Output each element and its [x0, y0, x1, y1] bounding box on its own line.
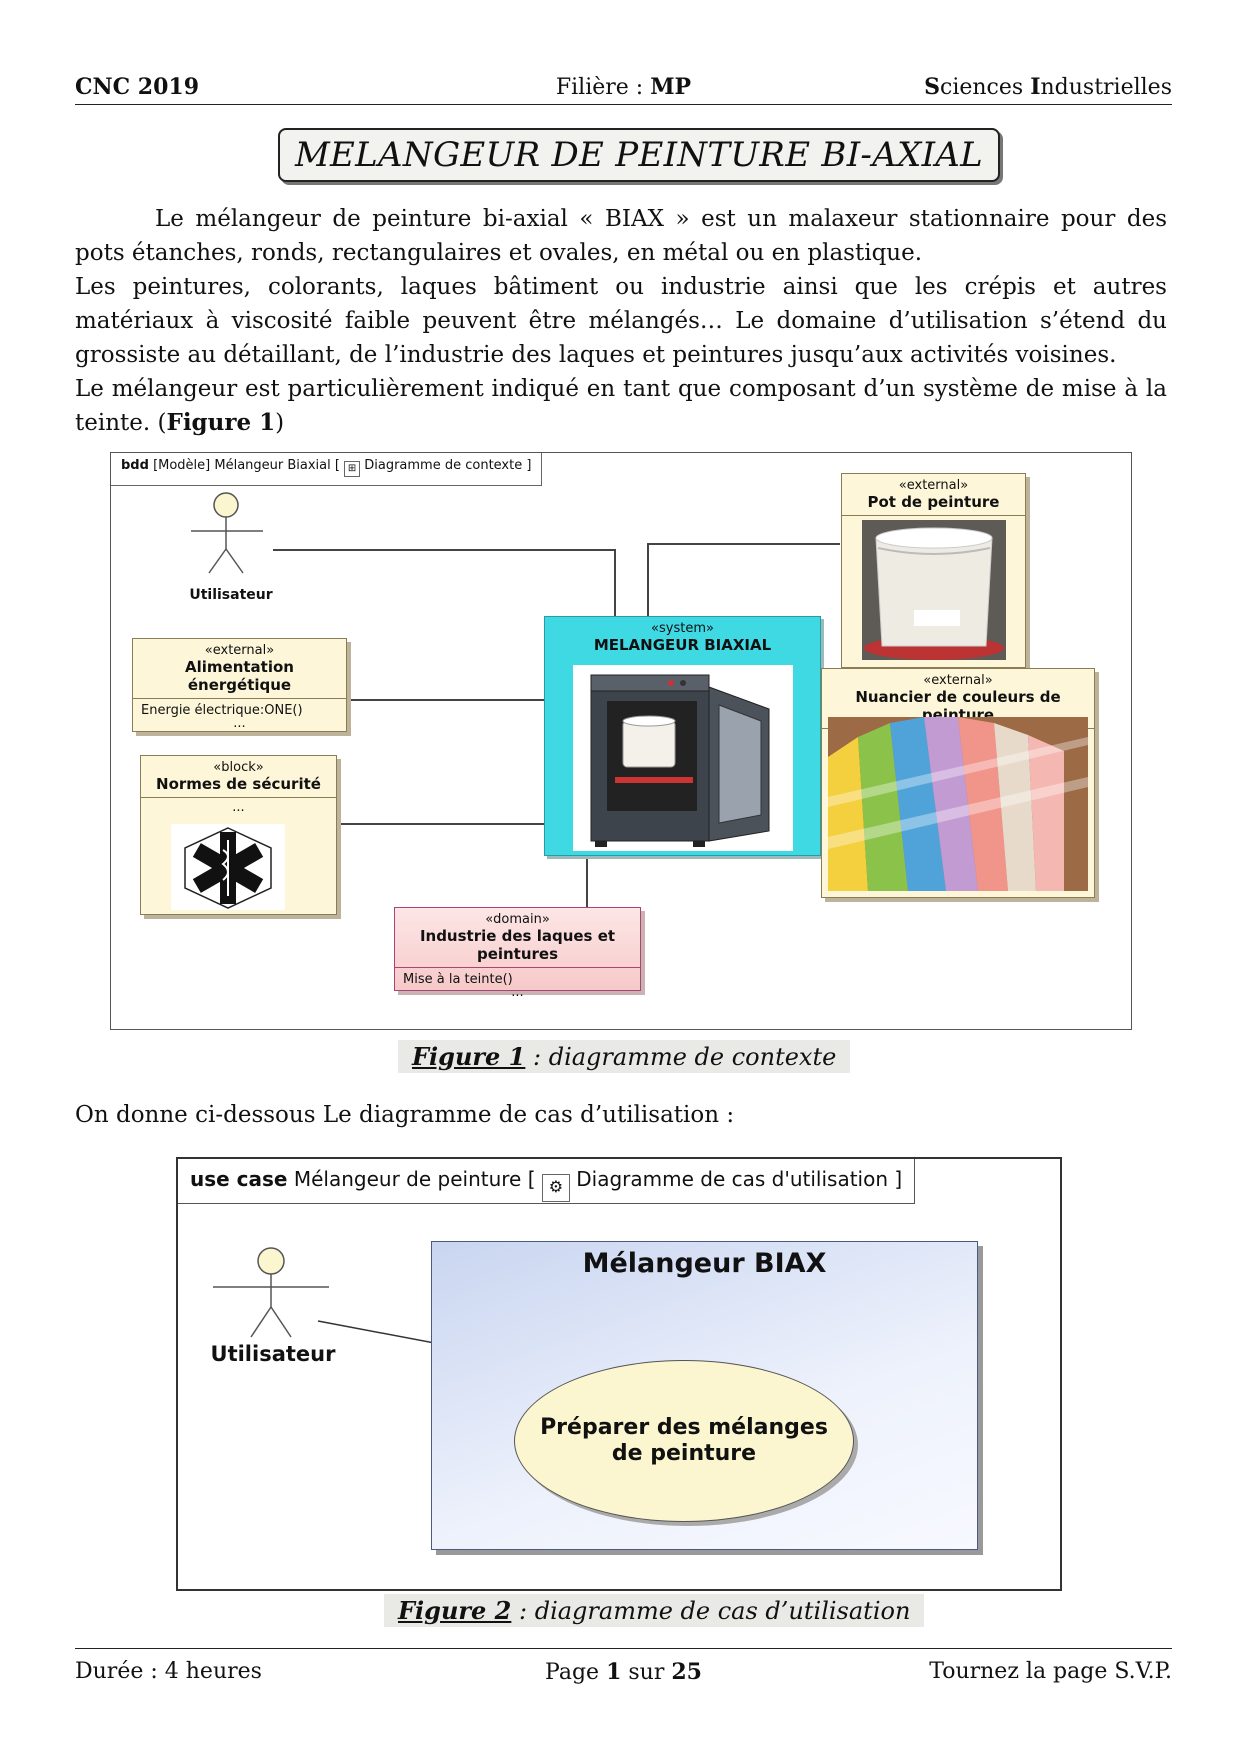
connector-line [346, 699, 544, 701]
alimentation-block: «external» Alimentation énergétique Ener… [132, 638, 347, 732]
page-total: 25 [671, 1659, 702, 1685]
block-name: Alimentation énergétique [133, 658, 346, 699]
figure-1-reference: Figure 1 [166, 409, 275, 436]
block-ellipsis: ... [133, 718, 346, 730]
caption-text: : diagramme de cas d’utilisation [511, 1597, 910, 1625]
actor-stick-figure [173, 491, 279, 591]
use-case-diagram-icon: ⚙ [542, 1174, 570, 1202]
intro-paragraph-1: Le mélangeur de peinture bi-axial « BIAX… [75, 202, 1167, 270]
figure-2-caption: Figure 2 : diagramme de cas d’utilisatio… [384, 1594, 924, 1627]
frame-diagram-name: Diagramme de cas d'utilisation ] [576, 1167, 902, 1191]
intro-p3-end: ) [275, 410, 284, 436]
industrie-block: «domain» Industrie des laques et peintur… [394, 907, 641, 991]
actor-label: Utilisateur [181, 587, 281, 603]
intro-paragraph-3: Le mélangeur est particulièrement indiqu… [75, 372, 1167, 440]
frame-model-text: [Modèle] Mélangeur Biaxial [ [153, 458, 340, 473]
page-of: sur [621, 1660, 671, 1685]
system-block: «system» MELANGEUR BIAXIAL [544, 616, 821, 856]
color-chart-photo [828, 717, 1088, 891]
block-stereotype: «system» [545, 617, 820, 636]
nuancier-block: «external» Nuancier de couleurs de peint… [821, 668, 1095, 898]
turn-page-note: Tournez la page S.V.P. [929, 1659, 1172, 1684]
figure-1-caption: Figure 1 : diagramme de contexte [398, 1040, 850, 1073]
track-label-prefix: Filière : [556, 75, 650, 100]
block-stereotype: «external» [822, 669, 1094, 688]
paint-pot-photo [862, 520, 1006, 660]
connector-line [614, 549, 616, 617]
mixer-photo [573, 665, 793, 851]
page-header: CNC 2019 Filière : MP Sciences Industrie… [75, 72, 1172, 105]
connector-line [336, 823, 544, 825]
pot-block: «external» Pot de peinture [841, 473, 1026, 668]
color-fan-illustration [828, 717, 1088, 891]
system-boundary: Mélangeur BIAX Préparer des mélanges de … [431, 1241, 978, 1550]
diagram-icon: ⊞ [344, 461, 360, 477]
diagram-frame-header: bdd [Modèle] Mélangeur Biaxial [ ⊞ Diagr… [111, 453, 542, 486]
system-name: Mélangeur BIAX [432, 1248, 977, 1279]
normes-block: «block» Normes de sécurité ... [140, 755, 337, 915]
block-stereotype: «external» [842, 474, 1025, 493]
use-case-ellipse: Préparer des mélanges de peinture [514, 1360, 854, 1522]
star-of-life-icon [171, 824, 285, 910]
block-stereotype: «domain» [395, 908, 640, 927]
frame-kind: use case [190, 1167, 288, 1191]
frame-model-text: Mélangeur de peinture [ [294, 1167, 536, 1191]
caption-text: : diagramme de contexte [525, 1043, 836, 1071]
subject-part2: ndustrielles [1040, 75, 1172, 100]
intro-paragraph-2: Les peintures, colorants, laques bâtimen… [75, 270, 1167, 372]
use-case-diagram: use case Mélangeur de peinture [ ⚙ Diagr… [176, 1157, 1062, 1591]
caption-label: Figure 2 [398, 1596, 511, 1625]
connector-line [647, 543, 840, 545]
block-stereotype: «block» [141, 756, 336, 775]
page-title: MELANGEUR DE PEINTURE BI-AXIAL [278, 128, 1000, 182]
frame-diagram-name: Diagramme de contexte ] [364, 458, 531, 473]
block-name: Industrie des laques et peintures [395, 927, 640, 968]
block-name: MELANGEUR BIAXIAL [545, 636, 820, 654]
block-name: Normes de sécurité [141, 775, 336, 798]
subject-label: Sciences Industrielles [924, 74, 1172, 100]
actor-label: Utilisateur [208, 1342, 338, 1366]
connector-line [586, 854, 588, 908]
subject-initial-s: S [924, 74, 940, 100]
paint-bucket-illustration [862, 520, 1006, 660]
frame-kind: bdd [121, 458, 149, 473]
context-diagram: bdd [Modèle] Mélangeur Biaxial [ ⊞ Diagr… [110, 452, 1132, 1030]
block-ellipsis: ... [395, 987, 640, 999]
mixer-machine-illustration [573, 665, 793, 851]
page-label: Page [545, 1660, 606, 1685]
subject-initial-i: I [1030, 74, 1040, 100]
block-stereotype: «external» [133, 639, 346, 658]
diagram-frame-header: use case Mélangeur de peinture [ ⚙ Diagr… [178, 1159, 915, 1204]
use-case-intro: On donne ci-dessous Le diagramme de cas … [75, 1098, 1167, 1132]
intro-text: Le mélangeur de peinture bi-axial « BIAX… [75, 202, 1167, 440]
block-ellipsis: ... [141, 798, 336, 814]
page-current: 1 [606, 1659, 621, 1685]
connector-line [647, 543, 649, 617]
caption-label: Figure 1 [412, 1042, 525, 1071]
subject-part1: ciences [940, 75, 1030, 100]
page-footer: Durée : 4 heures Page 1 sur 25 Tournez l… [75, 1648, 1172, 1689]
block-name: Pot de peinture [842, 493, 1025, 516]
track-value: MP [650, 74, 691, 100]
connector-line [273, 549, 616, 551]
use-case-label: Préparer des mélanges de peinture [534, 1415, 834, 1467]
